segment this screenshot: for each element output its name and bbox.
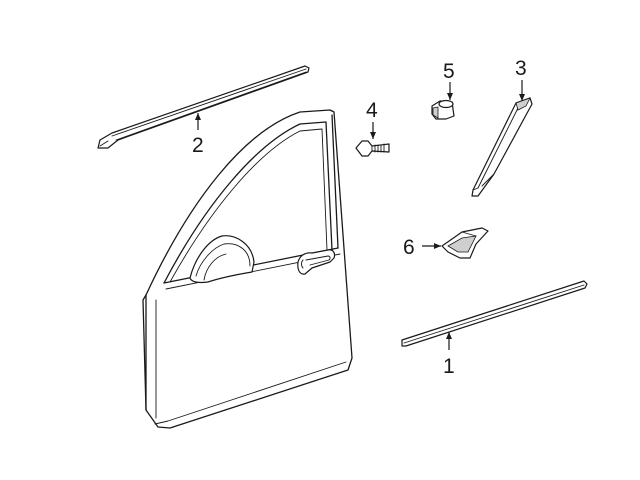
belt-molding xyxy=(97,65,310,149)
clip-bolt xyxy=(355,140,390,157)
callout-4: 4 xyxy=(366,99,378,122)
callout-3: 3 xyxy=(515,57,527,80)
side-mirror xyxy=(189,235,255,284)
retainer-nut xyxy=(431,99,455,120)
callout-2: 2 xyxy=(192,134,204,157)
door-handle xyxy=(297,249,336,275)
lower-molding xyxy=(401,280,588,347)
callout-5: 5 xyxy=(443,60,455,83)
leader-lines xyxy=(195,80,525,350)
callout-labels: 1 2 3 4 5 6 xyxy=(192,57,527,378)
corner-trim xyxy=(441,227,489,259)
pillar-trim xyxy=(471,97,533,197)
callout-6: 6 xyxy=(403,236,415,259)
callout-1: 1 xyxy=(443,355,455,378)
